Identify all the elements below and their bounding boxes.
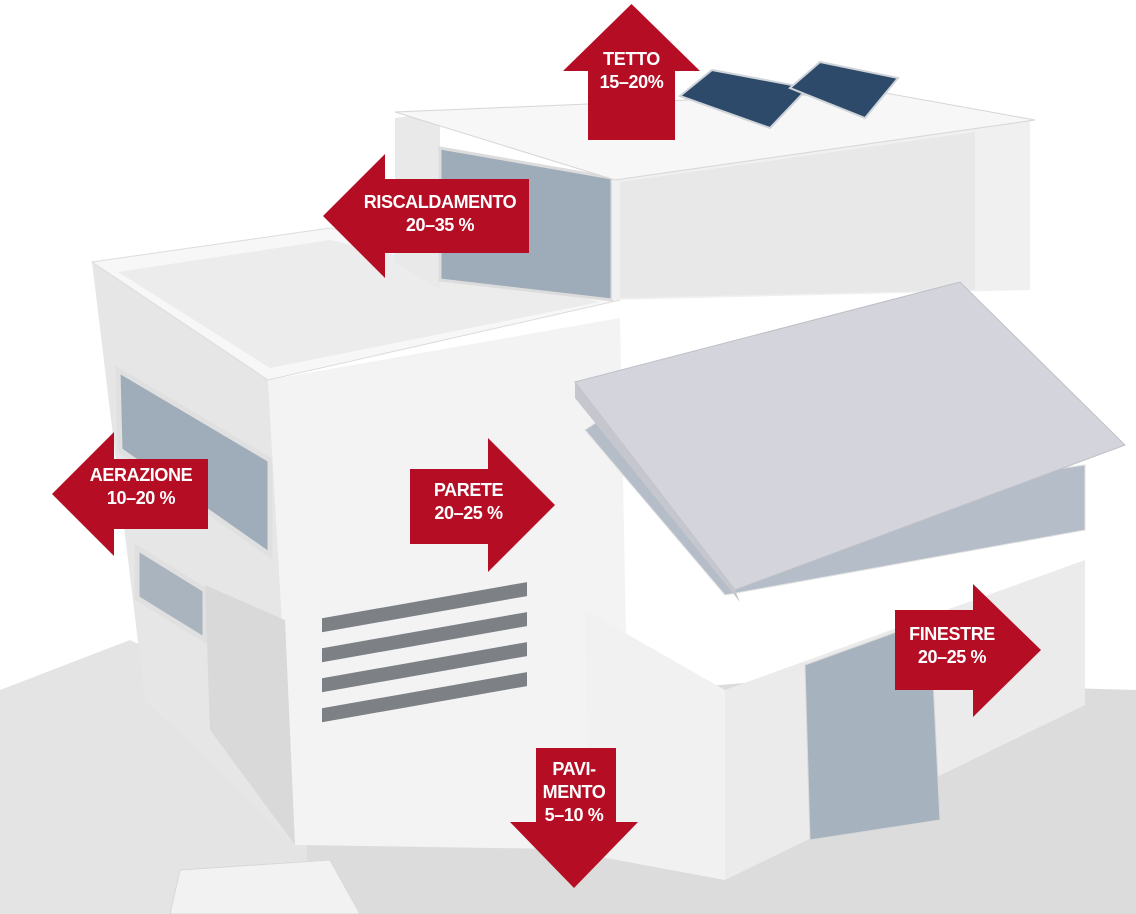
arrow-shape bbox=[323, 154, 529, 278]
arrow-left-icon bbox=[52, 432, 208, 556]
arrow-up-icon bbox=[563, 4, 700, 140]
ventilation-loss-label: AERAZIONE bbox=[89, 465, 193, 485]
front-steps bbox=[169, 859, 361, 914]
arrow-right-icon bbox=[410, 438, 555, 572]
floor-loss-label-line1: PAVI- bbox=[552, 759, 596, 779]
vent-slat bbox=[322, 582, 527, 633]
wall-loss-value: 20–25 % bbox=[434, 503, 503, 523]
vent-slat bbox=[322, 642, 527, 693]
roof-loss-value: 15–20% bbox=[599, 72, 664, 92]
side-door-recess bbox=[205, 585, 295, 845]
main-block-front bbox=[268, 318, 630, 850]
heating-loss-value: 20–35 % bbox=[405, 215, 475, 235]
windows-loss-label: FINESTRE bbox=[909, 624, 995, 644]
arrow-left-icon bbox=[323, 154, 529, 278]
tiled-roof-edge bbox=[575, 382, 740, 602]
arrow-shape bbox=[410, 438, 555, 572]
heating-loss-arrow: RISCALDAMENTO 20–35 % bbox=[323, 154, 529, 278]
heating-loss-label: RISCALDAMENTO bbox=[363, 192, 517, 212]
floor-loss-label-line2: MENTO bbox=[542, 782, 606, 802]
vent-slat bbox=[322, 612, 527, 663]
windows-loss-value: 20–25 % bbox=[917, 647, 987, 667]
arrow-down-icon bbox=[510, 748, 638, 888]
arrow-shape bbox=[895, 584, 1041, 717]
ventilation-loss-arrow: AERAZIONE 10–20 % bbox=[52, 432, 208, 556]
windows-loss-arrow: FINESTRE 20–25 % bbox=[895, 584, 1041, 717]
roof-parapet-inner bbox=[118, 240, 600, 368]
vent-slat bbox=[322, 672, 527, 723]
ventilation-loss-value: 10–20 % bbox=[106, 488, 176, 508]
penthouse-brick bbox=[620, 132, 975, 298]
conservatory-base bbox=[585, 610, 725, 880]
wall-loss-arrow: PARETE 20–25 % bbox=[410, 438, 555, 572]
wall-loss-label: PARETE bbox=[433, 480, 504, 500]
arrow-shape bbox=[563, 4, 700, 140]
solar-panel bbox=[788, 60, 900, 120]
roof-loss-label: TETTO bbox=[603, 49, 660, 69]
floor-loss-value: 5–10 % bbox=[544, 805, 604, 825]
side-window-lower bbox=[134, 543, 208, 645]
arrow-right-icon bbox=[895, 584, 1041, 717]
arrow-shape bbox=[510, 748, 638, 888]
roof-loss-arrow: TETTO 15–20% bbox=[563, 4, 700, 140]
tiled-roof bbox=[574, 281, 1126, 591]
arrow-shape bbox=[52, 432, 208, 556]
floor-loss-arrow: PAVI- MENTO 5–10 % bbox=[510, 748, 638, 888]
